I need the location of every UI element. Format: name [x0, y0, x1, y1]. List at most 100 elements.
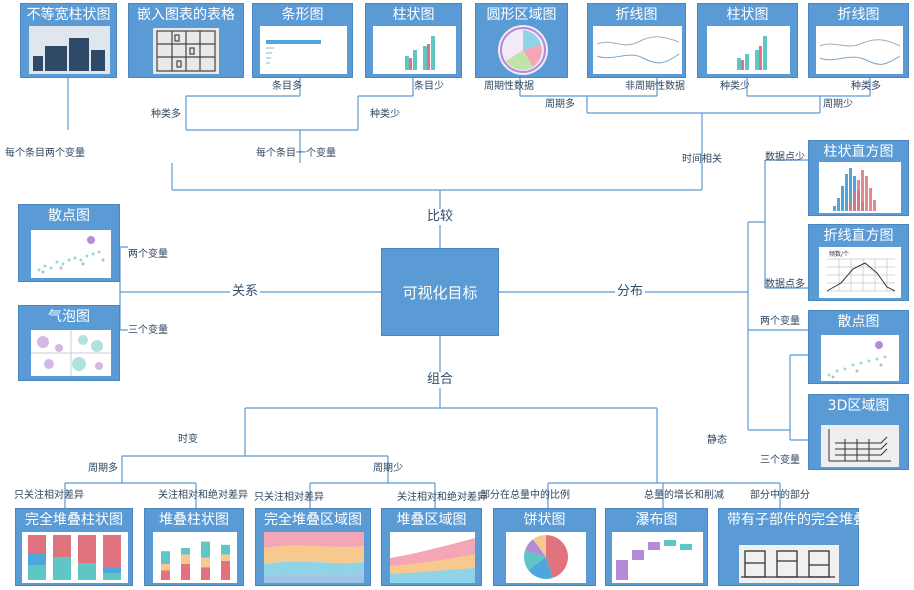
label-rel-abs-2: 关注相对和绝对差异	[397, 492, 487, 503]
card-title: 柱状直方图	[823, 144, 894, 160]
label-rel-abs-1: 关注相对和绝对差异	[158, 490, 248, 501]
card-3d-area[interactable]: 3D区域图	[808, 394, 909, 470]
label-period-many-bottom: 周期多	[88, 463, 118, 474]
branch-distribution: 分布	[615, 284, 646, 300]
label-two-vars-rel: 两个变量	[128, 249, 168, 260]
bubble-thumbnail	[31, 330, 111, 376]
waterfall-thumbnail	[612, 532, 703, 583]
pie-slice	[546, 535, 568, 578]
card-column-2[interactable]: 柱状图	[697, 3, 798, 78]
card-waterfall[interactable]: 瀑布图	[605, 508, 708, 586]
label-rel-diff-1: 只关注相对差异	[14, 490, 84, 501]
line-1-thumbnail	[593, 26, 682, 74]
center-label: 可视化目标	[402, 283, 478, 302]
card-title: 柱状图	[726, 7, 769, 23]
stacked-column-bar	[181, 548, 190, 555]
stacked100-column-thumbnail	[22, 532, 128, 583]
label-part-of-part: 部分中的部分	[750, 490, 810, 501]
card-line-2[interactable]: 折线图	[808, 3, 909, 78]
pie-slice	[533, 535, 546, 557]
card-title: 瀑布图	[635, 512, 678, 528]
column-2-thumbnail	[707, 26, 790, 74]
card-title: 嵌入图表的表格	[137, 7, 235, 23]
card-title: 条形图	[281, 7, 324, 23]
card-scatter-distribution[interactable]: 散点图	[808, 310, 909, 384]
card-title: 不等宽柱状图	[26, 7, 111, 23]
card-title: 3D区域图	[827, 398, 890, 414]
label-period-many: 周期多	[545, 99, 575, 110]
card-bubble[interactable]: 气泡图	[18, 305, 120, 381]
stacked-column-bar	[161, 551, 170, 564]
card-pie[interactable]: 饼状图	[493, 508, 596, 586]
histogram-line-axis-title: 频数/个	[829, 250, 849, 258]
label-period-few-bottom: 周期少	[373, 463, 403, 474]
card-stacked100-column[interactable]: 完全堆叠柱状图	[15, 508, 133, 586]
label-two-vars-dist: 两个变量	[760, 316, 800, 327]
card-title: 散点图	[48, 208, 90, 224]
card-title: 圆形区域图	[486, 7, 557, 23]
card-stacked-column[interactable]: 堆叠柱状图	[144, 508, 244, 586]
card-title: 折线图	[837, 7, 880, 23]
card-histogram-line[interactable]: 折线直方图 频数/个	[808, 224, 909, 301]
column-1-thumbnail	[373, 26, 456, 74]
card-stacked100-subparts[interactable]: 带有子部件的完全堆叠柱状图	[718, 508, 909, 586]
label-kinds-many-left: 种类多	[151, 109, 181, 120]
label-three-vars-rel: 三个变量	[128, 325, 168, 336]
stacked-column-bar	[221, 554, 230, 561]
stacked-column-bar	[201, 557, 210, 568]
branch-relation: 关系	[230, 284, 261, 300]
scatter-relation-thumbnail	[31, 230, 111, 278]
radial-area-thumbnail	[498, 25, 548, 75]
stacked-column-bar	[181, 554, 190, 564]
pie-thumbnail	[506, 532, 586, 583]
card-title: 堆叠柱状图	[159, 512, 229, 528]
label-three-vars-dist: 三个变量	[760, 455, 800, 466]
card-histogram-column[interactable]: 柱状直方图	[808, 140, 909, 216]
card-scatter-relation[interactable]: 散点图	[18, 204, 120, 282]
embedded-table-thumbnail	[153, 28, 219, 74]
card-title: 柱状图	[392, 7, 435, 23]
card-title: 折线图	[615, 7, 658, 23]
card-title: 堆叠区域图	[396, 512, 467, 528]
label-points-few: 数据点少	[765, 152, 805, 163]
card-bar-horizontal[interactable]: 条形图	[252, 3, 353, 78]
card-title: 饼状图	[523, 512, 566, 528]
branch-composition: 组合	[425, 372, 456, 388]
label-part-of-total: 部分在总量中的比例	[480, 490, 570, 501]
stacked-area-thumbnail	[390, 532, 475, 583]
label-period-few: 周期少	[823, 99, 853, 110]
label-time-change: 时变	[178, 434, 198, 445]
card-unequal-bar[interactable]: 不等宽柱状图	[20, 3, 117, 78]
pie-slice	[528, 557, 553, 579]
branch-compare: 比较	[425, 209, 456, 225]
unequal-bar-thumbnail	[29, 26, 110, 74]
bar-horizontal-thumbnail	[260, 26, 347, 74]
label-time-related: 时间相关	[682, 154, 722, 165]
card-title: 气泡图	[48, 309, 90, 325]
card-title: 带有子部件的完全堆叠柱状图	[727, 512, 909, 528]
stacked-column-bar	[201, 541, 210, 558]
card-stacked100-area[interactable]: 完全堆叠区域图	[255, 508, 371, 586]
card-stacked-area[interactable]: 堆叠区域图	[381, 508, 482, 586]
histogram-line-thumbnail: 频数/个	[819, 247, 901, 298]
label-static: 静态	[707, 435, 727, 446]
label-kinds-few-left: 种类少	[370, 109, 400, 120]
card-radial-area[interactable]: 圆形区域图	[475, 3, 568, 78]
card-line-1[interactable]: 折线图	[587, 3, 686, 78]
stacked-column-bar	[161, 564, 170, 571]
card-embedded-table[interactable]: 嵌入图表的表格	[128, 3, 244, 78]
label-points-many: 数据点多	[765, 279, 805, 290]
label-cyclic: 周期性数据	[484, 81, 534, 92]
label-items-few: 条目少	[414, 81, 444, 92]
pie-chart	[524, 535, 568, 579]
label-one-var-each: 每个条目一个变量	[256, 148, 336, 159]
stacked100-area-thumbnail	[264, 532, 364, 583]
card-column-1[interactable]: 柱状图	[365, 3, 462, 78]
3d-area-thumbnail	[821, 425, 899, 467]
card-title: 完全堆叠区域图	[264, 512, 362, 528]
stacked-column-bar	[181, 564, 190, 580]
histogram-column-thumbnail	[819, 162, 901, 213]
label-growth-decline: 总量的增长和削减	[644, 490, 724, 501]
stacked-column-chart	[161, 541, 230, 580]
center-node[interactable]: 可视化目标	[381, 248, 499, 336]
